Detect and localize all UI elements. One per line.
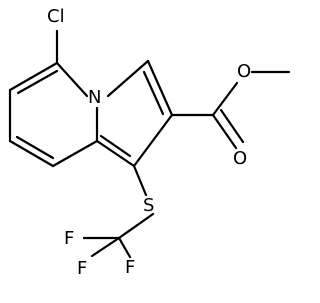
molecule-structure: Cl N O O S F F F <box>8 6 291 279</box>
bond-carbonyl-oxygen-a <box>211 113 238 150</box>
atom-fluorine-bottom: F <box>77 258 87 279</box>
bond-carbonyl-ester-oxygen <box>211 81 239 117</box>
bond-n-c3 <box>106 59 150 98</box>
bond-c5-c6 <box>8 61 59 92</box>
bond-cf3-f-right <box>117 236 132 259</box>
atom-fluorine-left: F <box>64 228 74 249</box>
bond-c1-c8a <box>95 139 136 168</box>
atom-chlorine: Cl <box>47 6 65 27</box>
bond-cf3-f-bottom <box>90 236 121 258</box>
bond-c1-c8a-inner <box>99 134 132 158</box>
bond-c3-c2 <box>146 59 174 117</box>
atom-ester-oxygen: O <box>237 61 251 82</box>
bond-c5-c6-inner <box>16 69 59 95</box>
bond-c3-c2-inner <box>142 70 165 116</box>
bond-c8-c8a <box>51 139 99 168</box>
bond-c7-c8-inner <box>15 135 55 160</box>
bond-c7-c8 <box>8 139 55 168</box>
atom-fluorine-right: F <box>125 257 135 278</box>
atom-carbonyl-oxygen: O <box>233 148 247 169</box>
bond-carbonyl-oxygen-b <box>219 108 245 144</box>
bond-s-cf3 <box>117 212 155 240</box>
bond-n-c5 <box>55 61 89 98</box>
bond-c2-c1 <box>132 113 174 168</box>
bond-c1-s <box>132 164 148 197</box>
atom-sulfur: S <box>143 195 154 216</box>
structure-diagram: Cl N O O S F F F <box>8 6 291 279</box>
atom-nitrogen: N <box>88 87 101 108</box>
